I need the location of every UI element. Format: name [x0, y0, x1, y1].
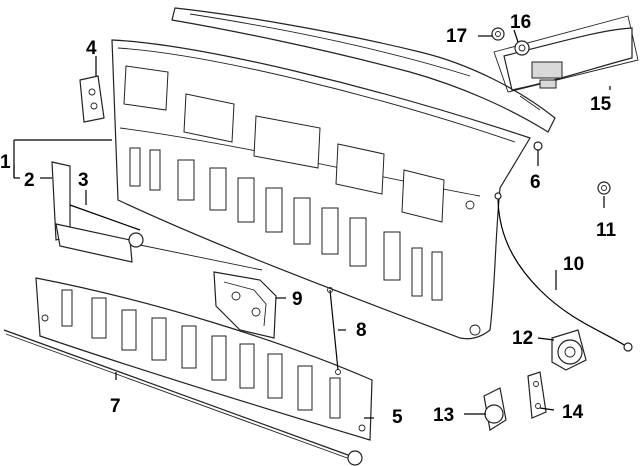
callout-5: 5 [392, 407, 403, 428]
callout-4: 4 [86, 38, 97, 59]
clip [597, 181, 611, 195]
callout-11: 11 [596, 220, 617, 241]
tailgate-cable [494, 192, 633, 352]
callout-6: 6 [530, 172, 541, 193]
callout-15: 15 [590, 94, 612, 115]
fastener-17 [491, 27, 505, 41]
callout-12: 12 [512, 328, 533, 349]
callout-16: 16 [510, 12, 531, 33]
callout-17: 17 [446, 26, 467, 47]
tailgate-shell [111, 39, 531, 340]
fastener-16 [514, 40, 530, 56]
latch-rod [327, 287, 341, 375]
lock-cylinder [483, 387, 507, 431]
callout-10: 10 [563, 254, 584, 275]
left-bracket [51, 161, 263, 271]
handle-bezel [493, 15, 639, 93]
callout-8: 8 [356, 320, 367, 341]
tailgate-top-cap [171, 7, 556, 133]
callout-2: 2 [24, 170, 35, 191]
callout-3: 3 [78, 170, 89, 191]
tailgate-slots [129, 147, 443, 301]
callout-1: 1 [0, 152, 11, 173]
callout-7: 7 [110, 396, 121, 417]
leader-lines [13, 29, 611, 419]
inner-panel-slots [61, 289, 341, 419]
callout-13: 13 [433, 405, 454, 426]
actuator [551, 329, 587, 371]
callout-labels: 1 2 3 4 5 6 7 8 9 10 11 12 13 14 15 16 1… [0, 12, 617, 428]
callout-14: 14 [562, 402, 584, 423]
latch-assembly [213, 271, 277, 339]
support-rod [3, 329, 363, 466]
hinge-bracket [79, 75, 105, 123]
screw [533, 141, 543, 151]
lock-bracket [527, 371, 547, 419]
inner-panel [35, 277, 373, 441]
callout-9: 9 [292, 289, 303, 310]
